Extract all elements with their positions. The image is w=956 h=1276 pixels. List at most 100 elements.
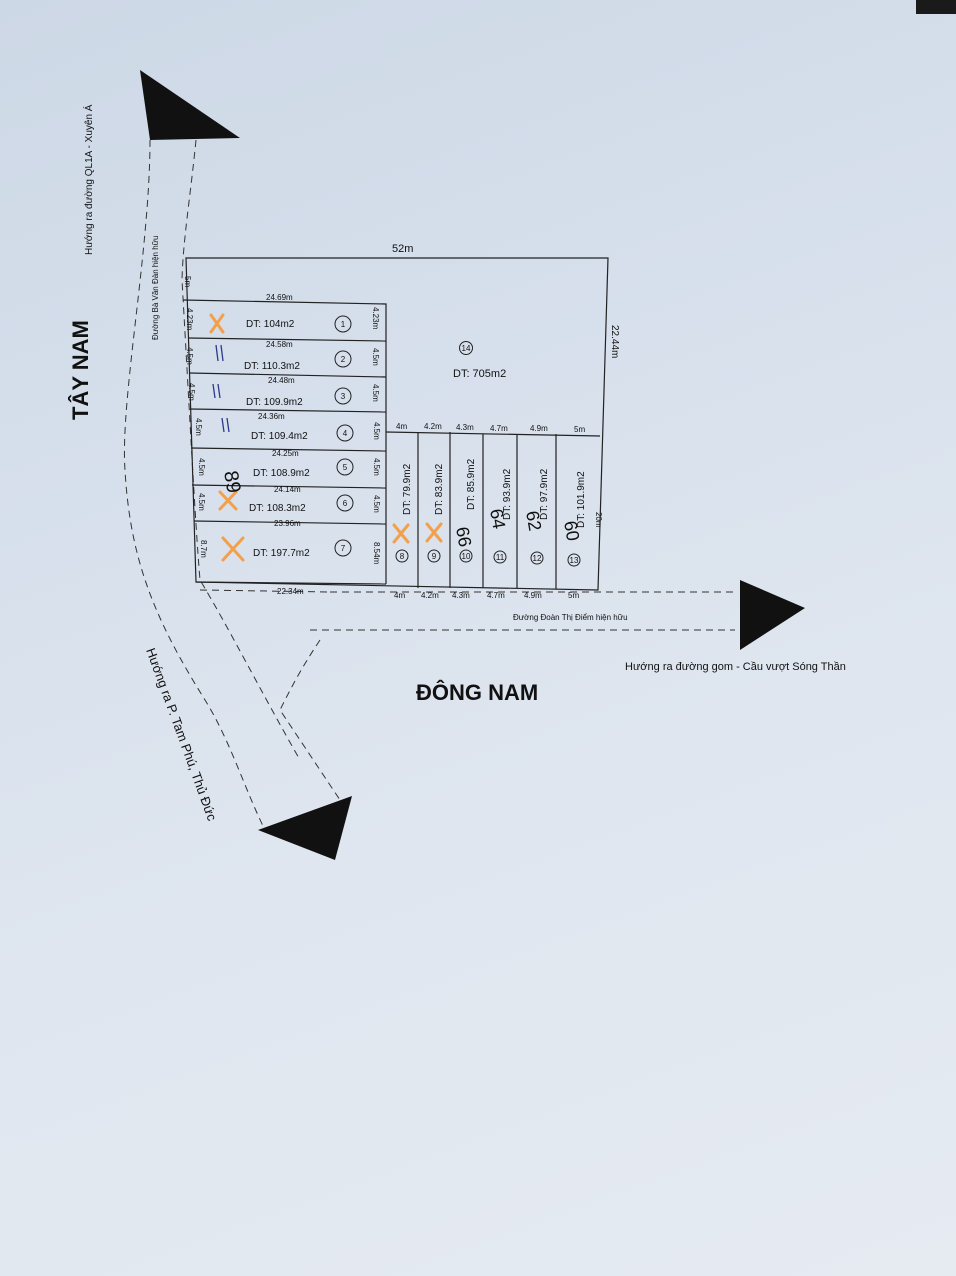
- dim-col-right: 20m: [594, 512, 603, 528]
- dim-top-width: 52m: [392, 243, 413, 255]
- direction-southeast: ĐÔNG NAM: [416, 680, 538, 705]
- lot-width-left: 4.5m: [185, 347, 194, 365]
- lot-length: 24.48m: [268, 376, 295, 385]
- dim-bottom-left: 22.34m: [277, 587, 304, 596]
- label-to-song-than: Hướng ra đường gom - Cầu vượt Sóng Thần: [625, 661, 846, 673]
- label-to-tam-phu: Hướng ra P. Tam Phú, Thủ Đức: [143, 646, 220, 823]
- cross-icon-lot-9: [425, 522, 443, 543]
- lot-length: 24.69m: [266, 293, 293, 302]
- road-line-southwest-lower: [279, 639, 341, 801]
- lot-number-circle: [336, 494, 354, 512]
- col-lot-10: 4.3m DT: 85.9m2 10 4.3m: [452, 423, 477, 600]
- lot-number-circle: [336, 424, 354, 442]
- lot-area: DT: 110.3m2: [244, 361, 300, 372]
- label-to-ql1a: Hướng ra đường QL1A - Xuyên Á: [82, 104, 95, 255]
- lot-width-right: 4.5m: [372, 495, 381, 513]
- dim-left-top: 5m: [183, 276, 192, 287]
- lot-length: 24.58m: [266, 340, 293, 349]
- lot-number-circle: [459, 549, 473, 563]
- lot-area: DT: 104m2: [246, 319, 295, 330]
- lot-width-bottom: 4.2m: [421, 591, 439, 600]
- dim-right-height: 22.44m: [609, 325, 620, 358]
- lot14-bottom-edge: [385, 431, 601, 437]
- col-lot-13: 5m DT: 101.9m2 13 5m: [567, 425, 587, 600]
- handwritten-numbers: 89 66 64 62 60: [219, 469, 583, 548]
- lot-number-circle: [530, 551, 544, 565]
- lot-number-circle: [334, 315, 352, 333]
- lot-area: DT: 108.9m2: [253, 468, 310, 479]
- lot-width-top: 4.9m: [530, 424, 548, 433]
- lot-width-bottom: 4.3m: [452, 591, 470, 600]
- lot-number: 4: [343, 429, 348, 438]
- lot-width-right: 4.5m: [371, 384, 380, 402]
- handwritten-number: 89: [219, 469, 245, 495]
- arrow-south-west: [258, 796, 352, 860]
- row-lot-7: 23.96m DT: 197.7m2 7 8.7m 8.54m: [199, 519, 381, 565]
- lot-number-circle: [395, 549, 409, 563]
- lot-number: 13: [570, 556, 579, 565]
- lot-area: DT: 197.7m2: [253, 548, 310, 559]
- lot-number-circle: [567, 553, 581, 567]
- road-line-south-join: [199, 589, 331, 593]
- lot-width-top: 4.3m: [456, 423, 474, 432]
- row-lot-1: 24.69m DT: 104m2 1 4.23m 4.23m: [185, 293, 380, 333]
- ditto-mark: [221, 417, 230, 433]
- lot-width-right: 4.5m: [372, 458, 381, 476]
- lot-length: 24.25m: [272, 449, 299, 458]
- lot-width-bottom: 4.7m: [487, 591, 505, 600]
- lot-width-bottom: 4m: [394, 591, 405, 600]
- handwritten-number: 60: [560, 519, 583, 542]
- lot-area: DT: 109.9m2: [246, 397, 303, 408]
- cross-icon-lot-7: [221, 536, 245, 562]
- lot-area: DT: 108.3m2: [249, 503, 306, 514]
- arrow-east: [740, 580, 805, 650]
- ditto-mark: [212, 383, 221, 399]
- cross-icon-lot-8: [392, 523, 410, 544]
- lot-width-left: 4.5m: [187, 383, 196, 401]
- lot-number: 14: [462, 344, 471, 353]
- lot-number: 7: [341, 544, 346, 553]
- arrow-north-west: [140, 70, 240, 140]
- lot-number-circle: [334, 539, 352, 557]
- lot-number-circle: [459, 341, 473, 355]
- lot-number: 11: [496, 553, 505, 562]
- handwritten-number: 64: [486, 507, 509, 530]
- lot-number-circle: [427, 549, 441, 563]
- lot-width-bottom: 5m: [568, 591, 579, 600]
- lot-length: 24.14m: [274, 485, 301, 494]
- cross-icon-lot-1: [209, 313, 225, 334]
- ditto-mark: [215, 344, 224, 362]
- lot-width-top: 4m: [396, 422, 407, 431]
- lot-area: DT: 101.9m2: [576, 471, 587, 528]
- lot-number: 6: [343, 499, 348, 508]
- col-lot-11: 4.7m DT: 93.9m2 11 4.7m: [487, 424, 513, 600]
- lot-width-left: 4.5m: [197, 493, 206, 511]
- lot-number: 12: [533, 554, 542, 563]
- road-label-doanthidiem: Đường Đoàn Thị Điểm hiện hữu: [513, 613, 628, 622]
- row-lot-3: 24.48m DT: 109.9m2 3 4.5m 4.5m: [187, 376, 380, 408]
- lot-number: 9: [432, 552, 437, 561]
- lot-width-right: 4.5m: [371, 348, 380, 366]
- lot-width-left: 4.5m: [194, 418, 203, 436]
- lot-width-bottom: 4.9m: [524, 591, 542, 600]
- lot-area: DT: 705m2: [453, 368, 506, 380]
- lot-number-circle: [334, 350, 352, 368]
- row-lot-4: 24.36m DT: 109.4m2 4 4.5m 4.5m: [194, 412, 381, 442]
- road-label-bavandan: Đường Bà Văn Đàn hiện hữu: [151, 236, 160, 340]
- lot-width-right: 4.5m: [372, 422, 381, 440]
- lot-width-left: 8.7m: [199, 540, 208, 558]
- lot-number: 3: [341, 392, 346, 401]
- lot-width-top: 4.2m: [424, 422, 442, 431]
- lot-width-right: 8.54m: [372, 542, 381, 565]
- cross-icon-lot-6: [218, 490, 238, 511]
- lot-width-top: 4.7m: [490, 424, 508, 433]
- lot-area: DT: 109.4m2: [251, 431, 308, 442]
- row-block-right-edge: [182, 299, 387, 584]
- handwritten-number: 62: [522, 509, 545, 532]
- lot-number-circle: [336, 458, 354, 476]
- row-lot-5: 24.25m DT: 108.9m2 5 4.5m 4.5m: [197, 449, 381, 479]
- road-line-west-outer: [123, 139, 266, 831]
- col-lot-8: 4m DT: 79.9m2 8 4m: [394, 422, 413, 600]
- dark-corner: [916, 0, 956, 14]
